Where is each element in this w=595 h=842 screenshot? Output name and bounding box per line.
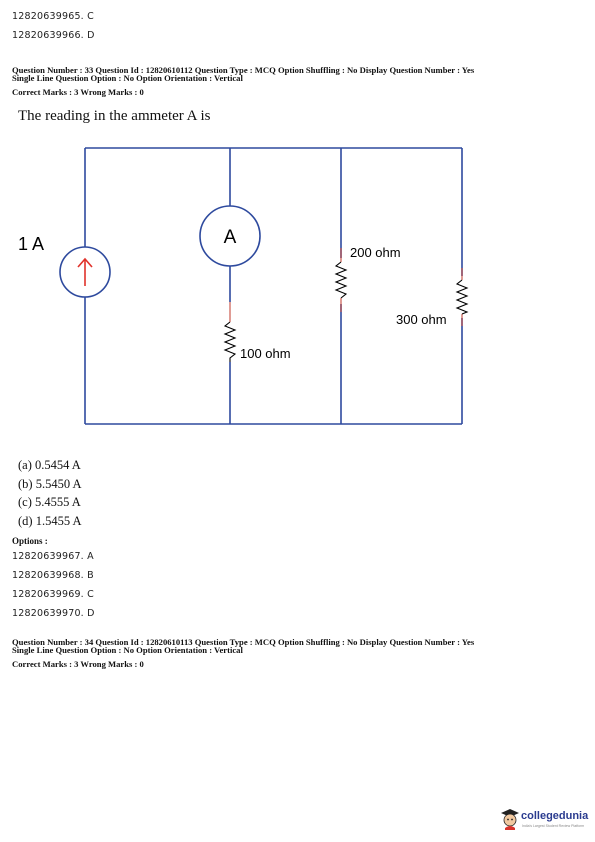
r3-label: 300 ohm bbox=[396, 312, 447, 327]
q33-meta-line1: Question Number : 33 Question Id : 12820… bbox=[12, 65, 475, 75]
r1-label: 100 ohm bbox=[240, 346, 291, 361]
current-source bbox=[59, 246, 111, 298]
r2-label: 200 ohm bbox=[350, 245, 401, 260]
circuit-diagram: 1 A A 100 ohm 200 ohm 300 ohm bbox=[18, 147, 469, 425]
choice-a: (a) 0.5454 A bbox=[18, 458, 81, 472]
resistor-100-ohm bbox=[223, 321, 237, 362]
mascot-icon bbox=[501, 809, 519, 830]
resistor-leads bbox=[229, 248, 463, 326]
option-code-a: 12820639967. A bbox=[12, 551, 94, 562]
logo-tagline: India's Largest Student Review Platform bbox=[522, 824, 585, 828]
circuit-wires bbox=[84, 147, 463, 425]
option-code-c: 12820639969. C bbox=[12, 589, 94, 600]
q33-question-text: The reading in the ammeter A is bbox=[18, 108, 211, 124]
prev-option-code-c: 12820639965. C bbox=[12, 11, 94, 22]
q34-meta-line1: Question Number : 34 Question Id : 12820… bbox=[12, 637, 475, 647]
q33-marks: Correct Marks : 3 Wrong Marks : 0 bbox=[12, 87, 144, 97]
resistor-300-ohm bbox=[455, 279, 469, 315]
prev-option-code-d: 12820639966. D bbox=[12, 30, 95, 41]
choice-b: (b) 5.5450 A bbox=[18, 476, 82, 491]
collegedunia-logo: collegedunia India's Largest Student Rev… bbox=[500, 806, 592, 832]
choice-d: (d) 1.5455 A bbox=[18, 513, 82, 528]
q34-marks: Correct Marks : 3 Wrong Marks : 0 bbox=[12, 659, 144, 669]
q33-meta-line2: Single Line Question Option : No Option … bbox=[12, 73, 243, 83]
options-label: Options : bbox=[12, 536, 48, 546]
q34-meta-line2: Single Line Question Option : No Option … bbox=[12, 645, 243, 655]
option-code-b: 12820639968. B bbox=[12, 570, 94, 581]
choice-c: (c) 5.4555 A bbox=[18, 495, 81, 509]
ammeter bbox=[199, 205, 261, 267]
ammeter-label: A bbox=[224, 227, 237, 248]
resistor-200-ohm bbox=[334, 261, 348, 299]
source-label: 1 A bbox=[18, 234, 44, 254]
option-code-d: 12820639970. D bbox=[12, 608, 95, 619]
logo-name: collegedunia bbox=[521, 810, 589, 822]
